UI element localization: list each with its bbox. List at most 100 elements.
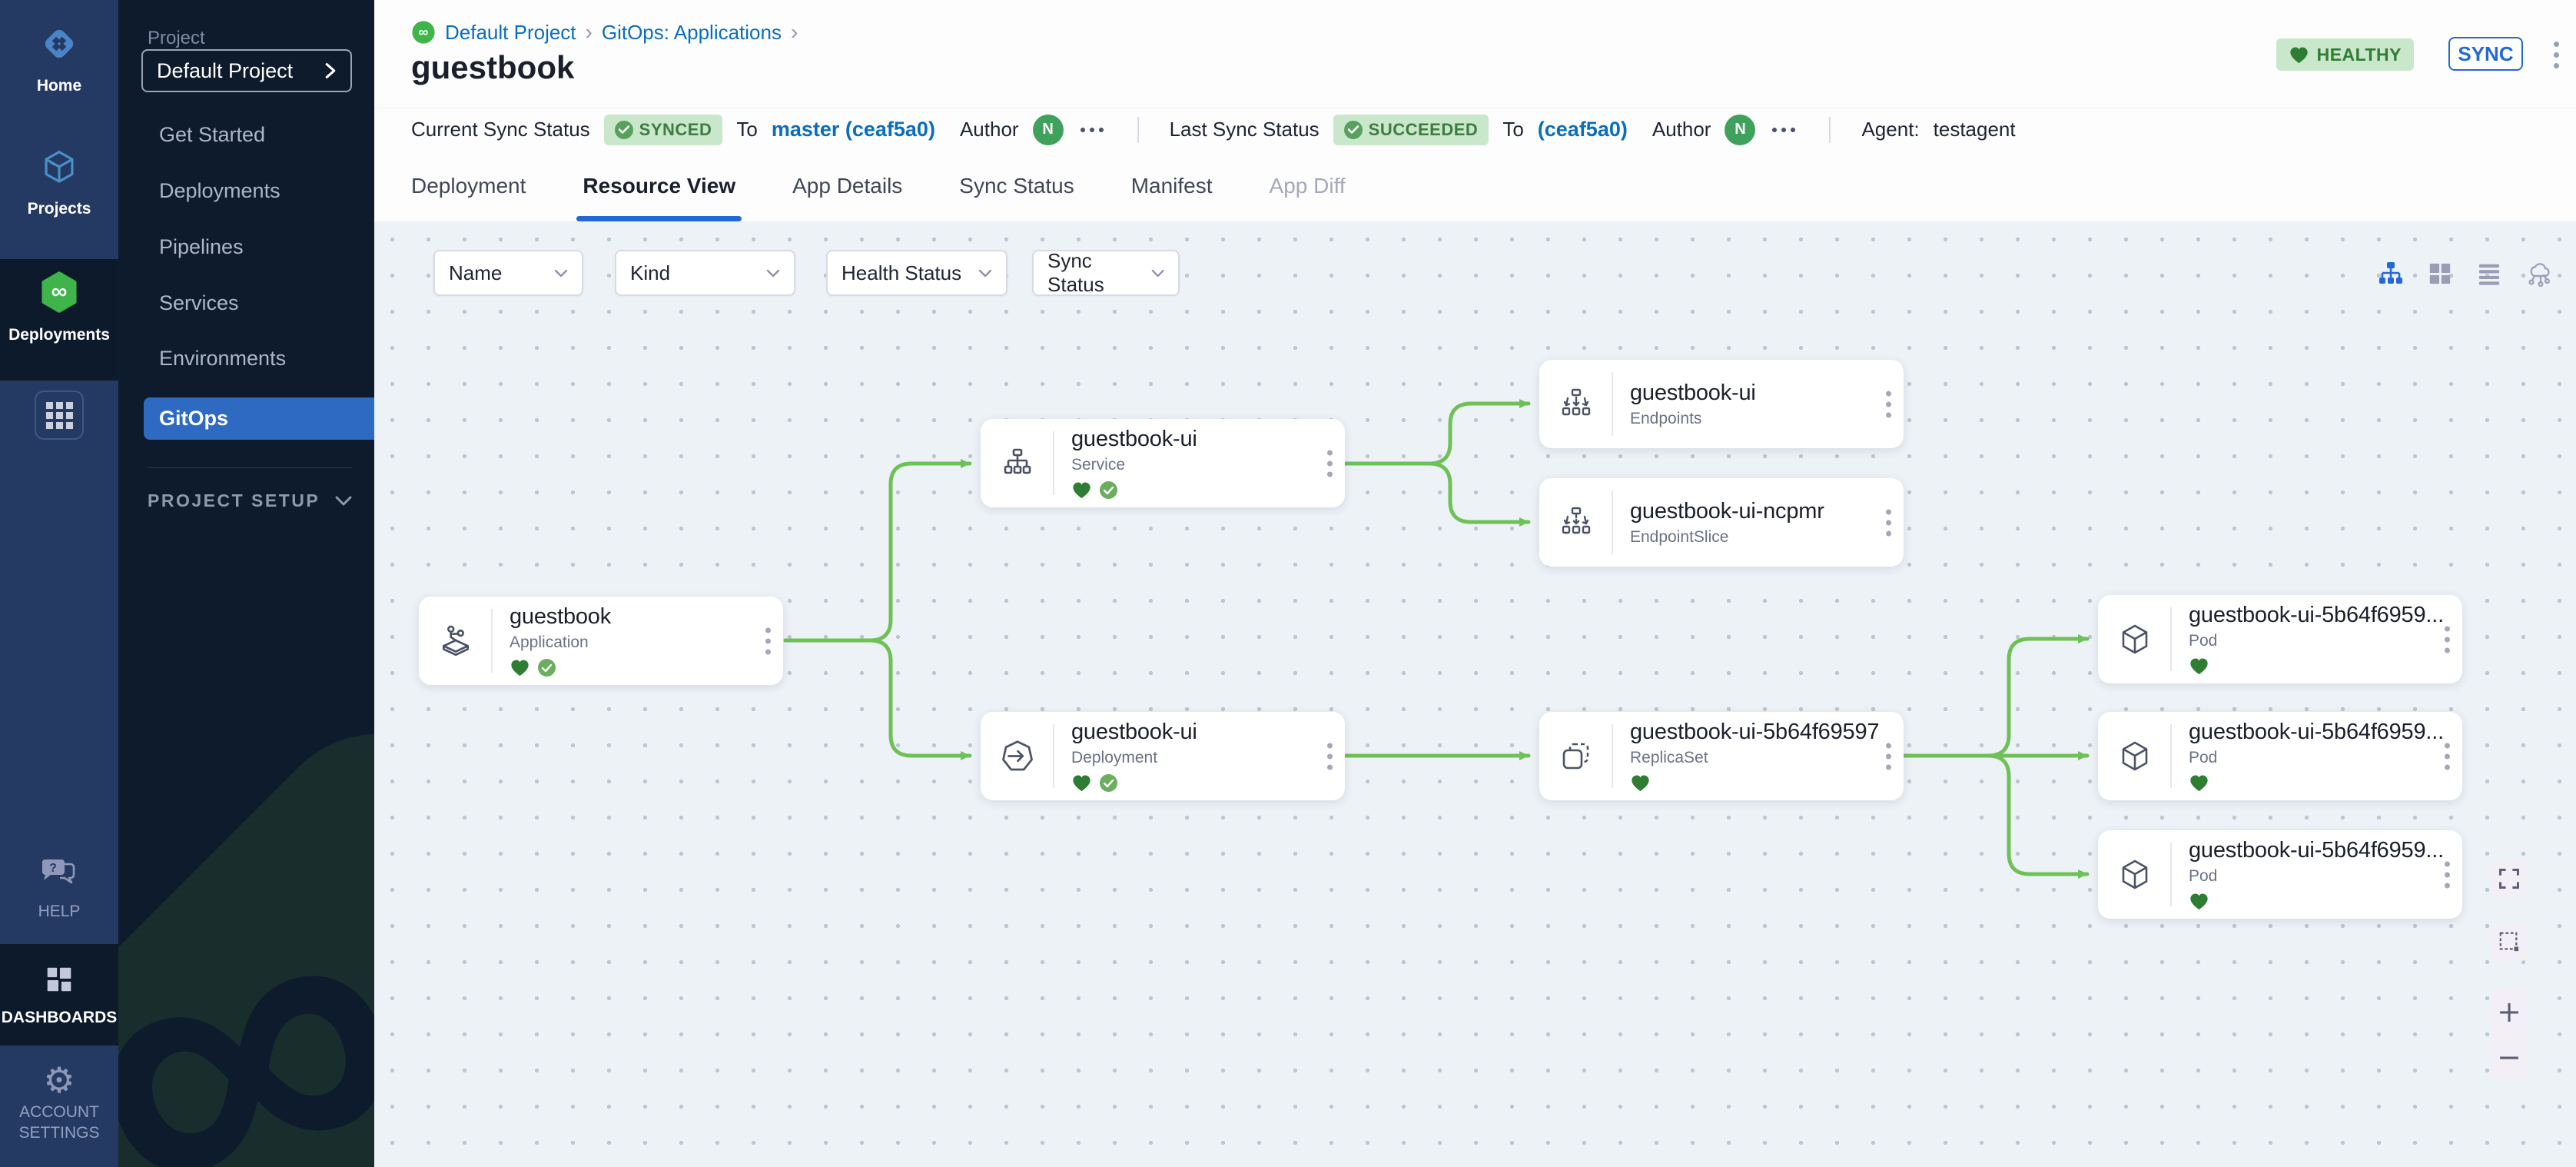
nav-item-services[interactable]: Services [159, 291, 239, 314]
graph-node-deployment[interactable]: guestbook-ui Deployment [981, 712, 1345, 800]
graph-edges [783, 399, 2090, 879]
zoom-in-button[interactable]: + [2497, 994, 2521, 1029]
node-menu-button[interactable] [1886, 509, 1891, 536]
node-kind: Pod [2189, 867, 2218, 885]
health-badge-label: HEALTHY [2316, 44, 2402, 65]
check-circle-icon [1343, 120, 1363, 139]
node-title: guestbook-ui-5b64f69597 [1630, 720, 1880, 744]
graph-node-replicaset[interactable]: guestbook-ui-5b64f69597 ReplicaSet [1539, 712, 1904, 800]
deployments-icon: ∞ [38, 271, 81, 318]
nav-item-pipelines[interactable]: Pipelines [159, 235, 244, 258]
tree-view-icon [2379, 262, 2402, 284]
author-label: Author [1651, 118, 1711, 141]
nav-item-gitops-active[interactable]: GitOps [144, 397, 374, 440]
tab-manifest[interactable]: Manifest [1130, 174, 1213, 198]
graph-node-endpointslice[interactable]: guestbook-ui-ncpmr EndpointSlice [1539, 478, 1904, 567]
zoom-out-button[interactable]: − [2497, 1039, 2521, 1074]
breadcrumb-section-link[interactable]: GitOps: Applications [601, 20, 782, 44]
tab-resource-view[interactable]: Resource View [576, 151, 742, 221]
last-sync-status-label: Last Sync Status [1169, 118, 1320, 141]
node-menu-button[interactable] [2445, 743, 2450, 770]
healthy-heart-icon [2190, 658, 2208, 674]
node-menu-button[interactable] [1886, 743, 1891, 770]
chevron-down-icon [766, 269, 780, 277]
node-title: guestbook-ui-ncpmr [1630, 498, 1824, 524]
filter-health-status-dropdown[interactable]: Health Status [826, 250, 1007, 296]
to-label: To [736, 118, 758, 141]
rail-item-help[interactable]: ? HELP [0, 855, 118, 921]
last-sync-more-button[interactable] [1769, 121, 1798, 138]
project-section-label: Project [148, 28, 205, 48]
divider [1137, 116, 1139, 143]
rail-item-projects[interactable]: Projects [0, 148, 118, 218]
graph-node-application[interactable]: guestbook Application [419, 597, 783, 685]
node-kind: EndpointSlice [1630, 527, 1729, 546]
rail-label-settings: SETTINGS [18, 1124, 100, 1142]
filter-name-label: Name [449, 261, 503, 284]
fullscreen-button[interactable] [2490, 859, 2528, 898]
synced-check-icon [1100, 480, 1117, 499]
node-menu-button[interactable] [1327, 743, 1333, 770]
list-view-icon [2478, 264, 2500, 285]
agent-value: testagent [1933, 118, 2016, 141]
healthy-heart-icon [1632, 775, 1649, 791]
node-title: guestbook-ui [1071, 427, 1197, 451]
rail-item-home[interactable]: Home [0, 23, 118, 95]
selected-project-name: Default Project [157, 58, 294, 82]
graph-node-pod[interactable]: guestbook-ui-5b64f6959... Pod [2098, 830, 2462, 919]
node-menu-button[interactable] [1886, 391, 1891, 417]
graph-node-endpoints[interactable]: guestbook-ui Endpoints [1539, 360, 1904, 448]
tab-app-details[interactable]: App Details [792, 174, 903, 198]
breadcrumb-project-link[interactable]: Default Project [445, 20, 576, 44]
filter-sync-status-label: Sync Status [1047, 249, 1104, 296]
rail-label-deployments: Deployments [8, 326, 110, 344]
last-revision-link[interactable]: (ceaf5a0) [1537, 118, 1628, 141]
nav-item-environments[interactable]: Environments [159, 347, 287, 370]
graph-node-pod[interactable]: guestbook-ui-5b64f6959... Pod [2098, 595, 2462, 683]
sync-button[interactable]: SYNC [2448, 37, 2523, 71]
filter-sync-status-dropdown[interactable]: Sync Status [1032, 249, 1180, 296]
rail-item-dashboards[interactable]: DASHBOARDS [0, 963, 118, 1027]
node-menu-button[interactable] [2445, 861, 2450, 888]
node-menu-button[interactable] [1327, 450, 1333, 477]
tab-app-diff[interactable]: App Diff [1269, 174, 1346, 198]
healthy-heart-icon [2190, 893, 2208, 909]
node-menu-button[interactable] [2445, 626, 2450, 653]
network-view-toggle[interactable] [2523, 258, 2554, 289]
current-revision-link[interactable]: master (ceaf5a0) [771, 118, 935, 141]
project-setup-toggle[interactable]: PROJECT SETUP [148, 490, 352, 511]
node-kind: Endpoints [1630, 409, 1702, 427]
project-selector[interactable]: Default Project [141, 49, 352, 92]
selection-zoom-button[interactable] [2490, 923, 2528, 961]
nav-item-get-started[interactable]: Get Started [159, 123, 266, 146]
rail-item-deployments[interactable]: ∞ Deployments [0, 271, 118, 344]
node-menu-button[interactable] [765, 627, 771, 654]
sync-status-bar: Current Sync Status SYNCED To master (ce… [374, 108, 2576, 151]
svg-text:∞: ∞ [51, 280, 68, 304]
projects-icon [39, 148, 79, 191]
tree-view-toggle[interactable] [2375, 258, 2406, 289]
header-more-options-button[interactable] [2554, 42, 2559, 68]
service-icon [981, 419, 1054, 507]
filter-kind-dropdown[interactable]: Kind [615, 250, 795, 296]
chevron-right-icon [325, 63, 336, 78]
synced-badge: SYNCED [603, 114, 723, 145]
tab-sync-status[interactable]: Sync Status [959, 174, 1074, 198]
rail-item-account-settings[interactable]: ⚙ ACCOUNT SETTINGS [0, 1062, 118, 1142]
current-sync-more-button[interactable] [1077, 121, 1107, 138]
chevron-down-icon [978, 269, 992, 277]
author-avatar: N [1032, 114, 1064, 145]
grid-view-toggle[interactable] [2425, 258, 2455, 289]
module-grid-icon [45, 401, 73, 429]
graph-node-service[interactable]: guestbook-ui Service [981, 419, 1345, 507]
breadcrumb: ∞ Default Project › GitOps: Applications… [411, 20, 798, 45]
graph-node-pod[interactable]: guestbook-ui-5b64f6959... Pod [2098, 712, 2462, 800]
module-picker-button[interactable] [35, 391, 84, 440]
pod-icon [2098, 830, 2172, 919]
list-view-toggle[interactable] [2474, 258, 2505, 289]
zoom-control-pill: + − [2490, 989, 2528, 1079]
tab-bar: Deployment Resource View App Details Syn… [374, 151, 2576, 221]
filter-name-dropdown[interactable]: Name [433, 250, 583, 296]
nav-item-deployments[interactable]: Deployments [159, 179, 281, 202]
tab-deployment[interactable]: Deployment [411, 174, 526, 198]
